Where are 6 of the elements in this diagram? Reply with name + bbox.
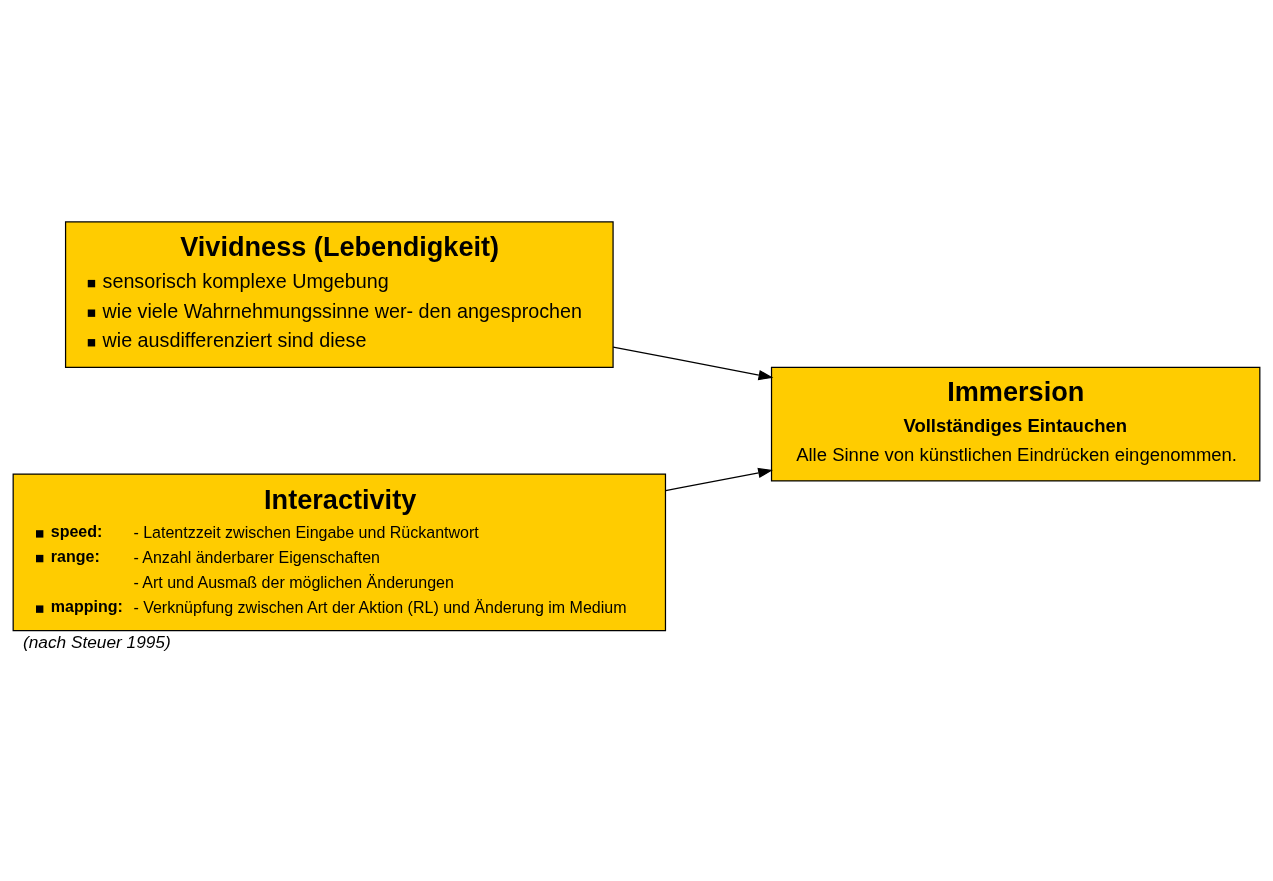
caption: (nach Steuer 1995) [23, 632, 171, 653]
arrow [665, 467, 773, 492]
node-box: Interactivity speed: - Latentzzeit zwischen Eingabe und Rückantwort range: - Anzahl änderbarer Eigenschaften - Art und Ausmaß der möglichen Änderungen mapping: - Verknüpfung zwischen Art der Aktion (RL) und Änderung im Medium [12, 473, 667, 632]
arrow [612, 346, 774, 381]
node-box: Vividness (Lebendigkeit) sensorisch komplexe Umgebung wie viele Wahrnehmungssinne wer- den angesprochen wie ausdifferenziert sind diese [64, 221, 614, 369]
node-box: Immersion Vollständiges Eintauchen Alle Sinne von künstlichen Eindrücken eingenommen. [770, 366, 1261, 482]
